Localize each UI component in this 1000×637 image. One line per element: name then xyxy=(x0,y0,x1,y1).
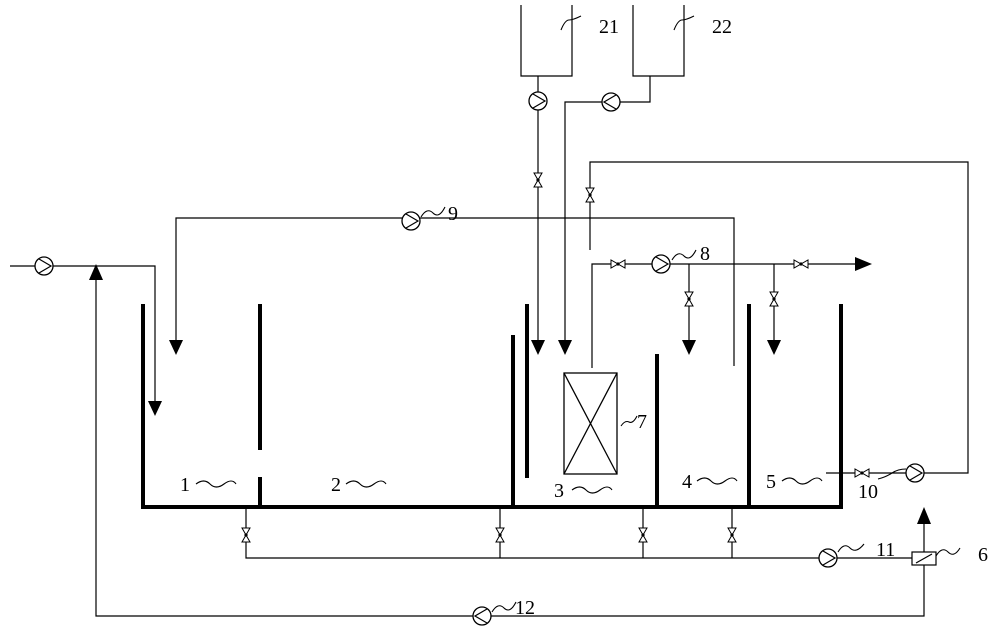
arrow-down-22 xyxy=(558,340,572,355)
arrow-down-branch-5 xyxy=(767,340,781,355)
pump-10-icon xyxy=(905,463,925,483)
basin-outline xyxy=(141,304,843,509)
leader-lines xyxy=(195,15,961,613)
module-7-label: 7 xyxy=(637,411,647,433)
dosing-line-22 xyxy=(564,76,651,342)
tank-walls xyxy=(141,304,843,509)
feed-pump-icon xyxy=(34,256,54,276)
valve-10-return-icon xyxy=(585,187,595,203)
zone-1-label: 1 xyxy=(180,474,190,496)
pump-10-label: 10 xyxy=(858,481,878,503)
valve-drain-4-icon xyxy=(638,527,648,543)
zone-3-label: 3 xyxy=(554,480,564,502)
arrow-down-21 xyxy=(531,340,545,355)
valve-drain-3-icon xyxy=(495,527,505,543)
recycle-line-12 xyxy=(95,278,925,617)
pump-12-icon xyxy=(472,606,492,626)
pump-12-label: 12 xyxy=(515,597,535,619)
valve-10-icon xyxy=(854,468,870,478)
valve-effluent-out-icon xyxy=(793,259,809,269)
valve-branch-4-icon xyxy=(684,291,694,307)
arrow-right-effluent xyxy=(855,257,872,271)
valve-21-icon xyxy=(533,172,543,188)
feed-line xyxy=(10,265,156,402)
separator-6-label: 6 xyxy=(978,544,988,566)
arrow-down-9 xyxy=(169,340,183,355)
valve-drain-5-icon xyxy=(727,527,737,543)
valve-effluent-in-icon xyxy=(610,259,626,269)
effluent-line-8 xyxy=(591,263,855,368)
zone-4-label: 4 xyxy=(682,471,692,493)
tank-22-label: 22 xyxy=(712,16,732,38)
pump-8-icon xyxy=(651,254,671,274)
pump-9-label: 9 xyxy=(448,203,458,225)
membrane-module-7 xyxy=(563,372,618,475)
arrow-down-feed xyxy=(148,401,162,416)
return-line-9 xyxy=(175,217,735,366)
zone-5-label: 5 xyxy=(766,471,776,493)
tank-21-label: 21 xyxy=(599,16,619,38)
sludge-manifold xyxy=(245,507,914,559)
zone-2-label: 2 xyxy=(331,474,341,496)
valve-branch-5-icon xyxy=(769,291,779,307)
arrow-up-recycle-12 xyxy=(89,264,103,280)
separator-6-icon xyxy=(911,551,937,566)
piping xyxy=(10,5,969,617)
valve-drain-1-icon xyxy=(241,527,251,543)
tank-21-outline xyxy=(520,5,573,77)
arrow-up-separator xyxy=(917,507,931,524)
dosing-pump-21-icon xyxy=(528,91,548,111)
pump-11-icon xyxy=(818,548,838,568)
pump-9-icon xyxy=(401,211,421,231)
pump-8-label: 8 xyxy=(700,243,710,265)
dosing-pump-22-icon xyxy=(601,92,621,112)
pump-11-label: 11 xyxy=(876,539,895,561)
tank-22-outline xyxy=(632,5,685,77)
arrowheads xyxy=(89,257,931,524)
arrow-down-branch-4 xyxy=(682,340,696,355)
